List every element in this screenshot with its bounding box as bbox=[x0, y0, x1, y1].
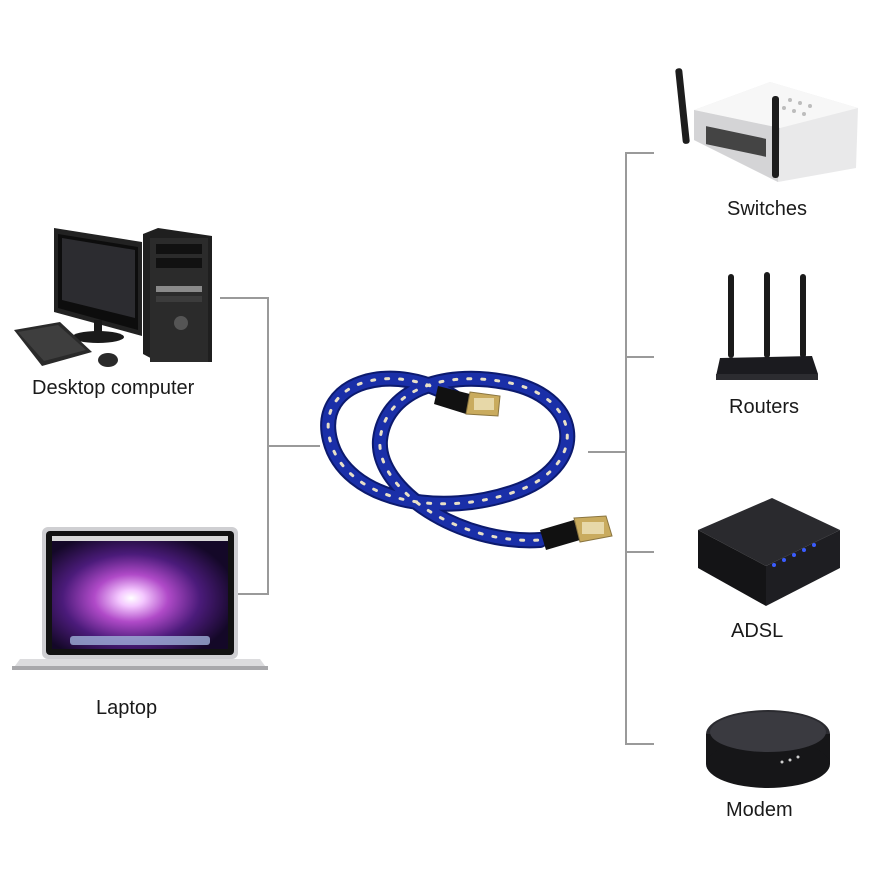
modem-icon bbox=[706, 710, 830, 788]
laptop-label: Laptop bbox=[96, 697, 158, 719]
desktop-computer-label: Desktop computer bbox=[32, 377, 195, 399]
laptop-icon bbox=[12, 527, 268, 670]
adsl-modem-icon bbox=[698, 498, 840, 606]
rj45-plug-bottom bbox=[540, 515, 613, 550]
ethernet-cable-icon bbox=[320, 370, 613, 550]
switch-icon bbox=[675, 68, 858, 182]
rj45-plug-top bbox=[434, 386, 501, 417]
desktop-computer-icon bbox=[14, 228, 212, 367]
routers-label: Routers bbox=[729, 396, 800, 418]
adsl-label: ADSL bbox=[731, 620, 784, 642]
connector-lines bbox=[220, 152, 654, 745]
switches-label: Switches bbox=[727, 198, 808, 220]
right-connector bbox=[625, 152, 654, 745]
router-icon bbox=[716, 272, 818, 380]
modem-label: Modem bbox=[726, 799, 793, 821]
